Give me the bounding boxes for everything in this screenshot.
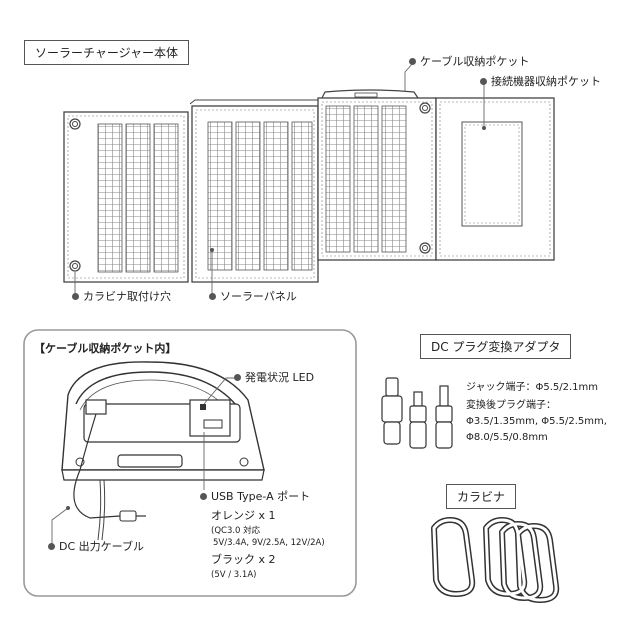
usb-port-dot	[200, 493, 207, 500]
carabiner-highlights	[432, 518, 558, 602]
device-pocket-label: 接続機器収納ポケット	[491, 75, 601, 88]
dc-cable-label: DC 出力ケーブル	[59, 540, 144, 553]
led-dot	[234, 374, 241, 381]
carabiner-title: カラビナ	[446, 484, 517, 509]
callout-leaders-top	[74, 62, 485, 296]
adapter-title: DC プラグ変換アダプタ	[420, 334, 572, 359]
pocket-panel-frame	[23, 329, 357, 597]
jack-spec: ジャック端子：Φ5.5/2.1mm	[466, 382, 599, 393]
converted-plug-spec-2: Φ8.0/5.5/0.8mm	[466, 432, 548, 443]
converted-plug-spec-1: Φ3.5/1.35mm, Φ5.5/2.5mm,	[466, 416, 607, 427]
black-port-label: ブラック x 2	[211, 553, 276, 566]
cable-pocket-label: ケーブル収納ポケット	[420, 55, 530, 68]
solar-panel-label: ソーラーパネル	[220, 290, 297, 303]
carabiner-hole-label: カラビナ取付け穴	[83, 290, 171, 303]
carabiner-hole-dot	[72, 293, 79, 300]
led-label: 発電状況 LED	[245, 371, 315, 384]
device-pocket-dot	[480, 78, 487, 85]
dc-cable-dot	[48, 543, 55, 550]
solar-panel-dot	[209, 293, 216, 300]
pocket-interior-illustration	[61, 361, 265, 541]
cable-pocket-dot	[409, 58, 416, 65]
black-port-spec: (5V / 3.1A)	[211, 570, 257, 580]
main-title: ソーラーチャージャー本体	[24, 40, 190, 65]
pocket-panel-title: 【ケーブル収納ポケット内】	[34, 342, 177, 355]
dc-adapters-illustration	[381, 377, 453, 449]
solar-charger-body	[63, 89, 555, 283]
orange-port-spec-2: 5V/3.4A, 9V/2.5A, 12V/2A)	[213, 538, 325, 548]
orange-port-spec-1: (QC3.0 対応	[211, 526, 261, 536]
orange-port-label: オレンジ x 1	[211, 509, 276, 522]
converted-plug-title: 変換後プラグ端子：	[466, 400, 556, 411]
usb-port-label: USB Type-A ポート	[211, 490, 311, 503]
